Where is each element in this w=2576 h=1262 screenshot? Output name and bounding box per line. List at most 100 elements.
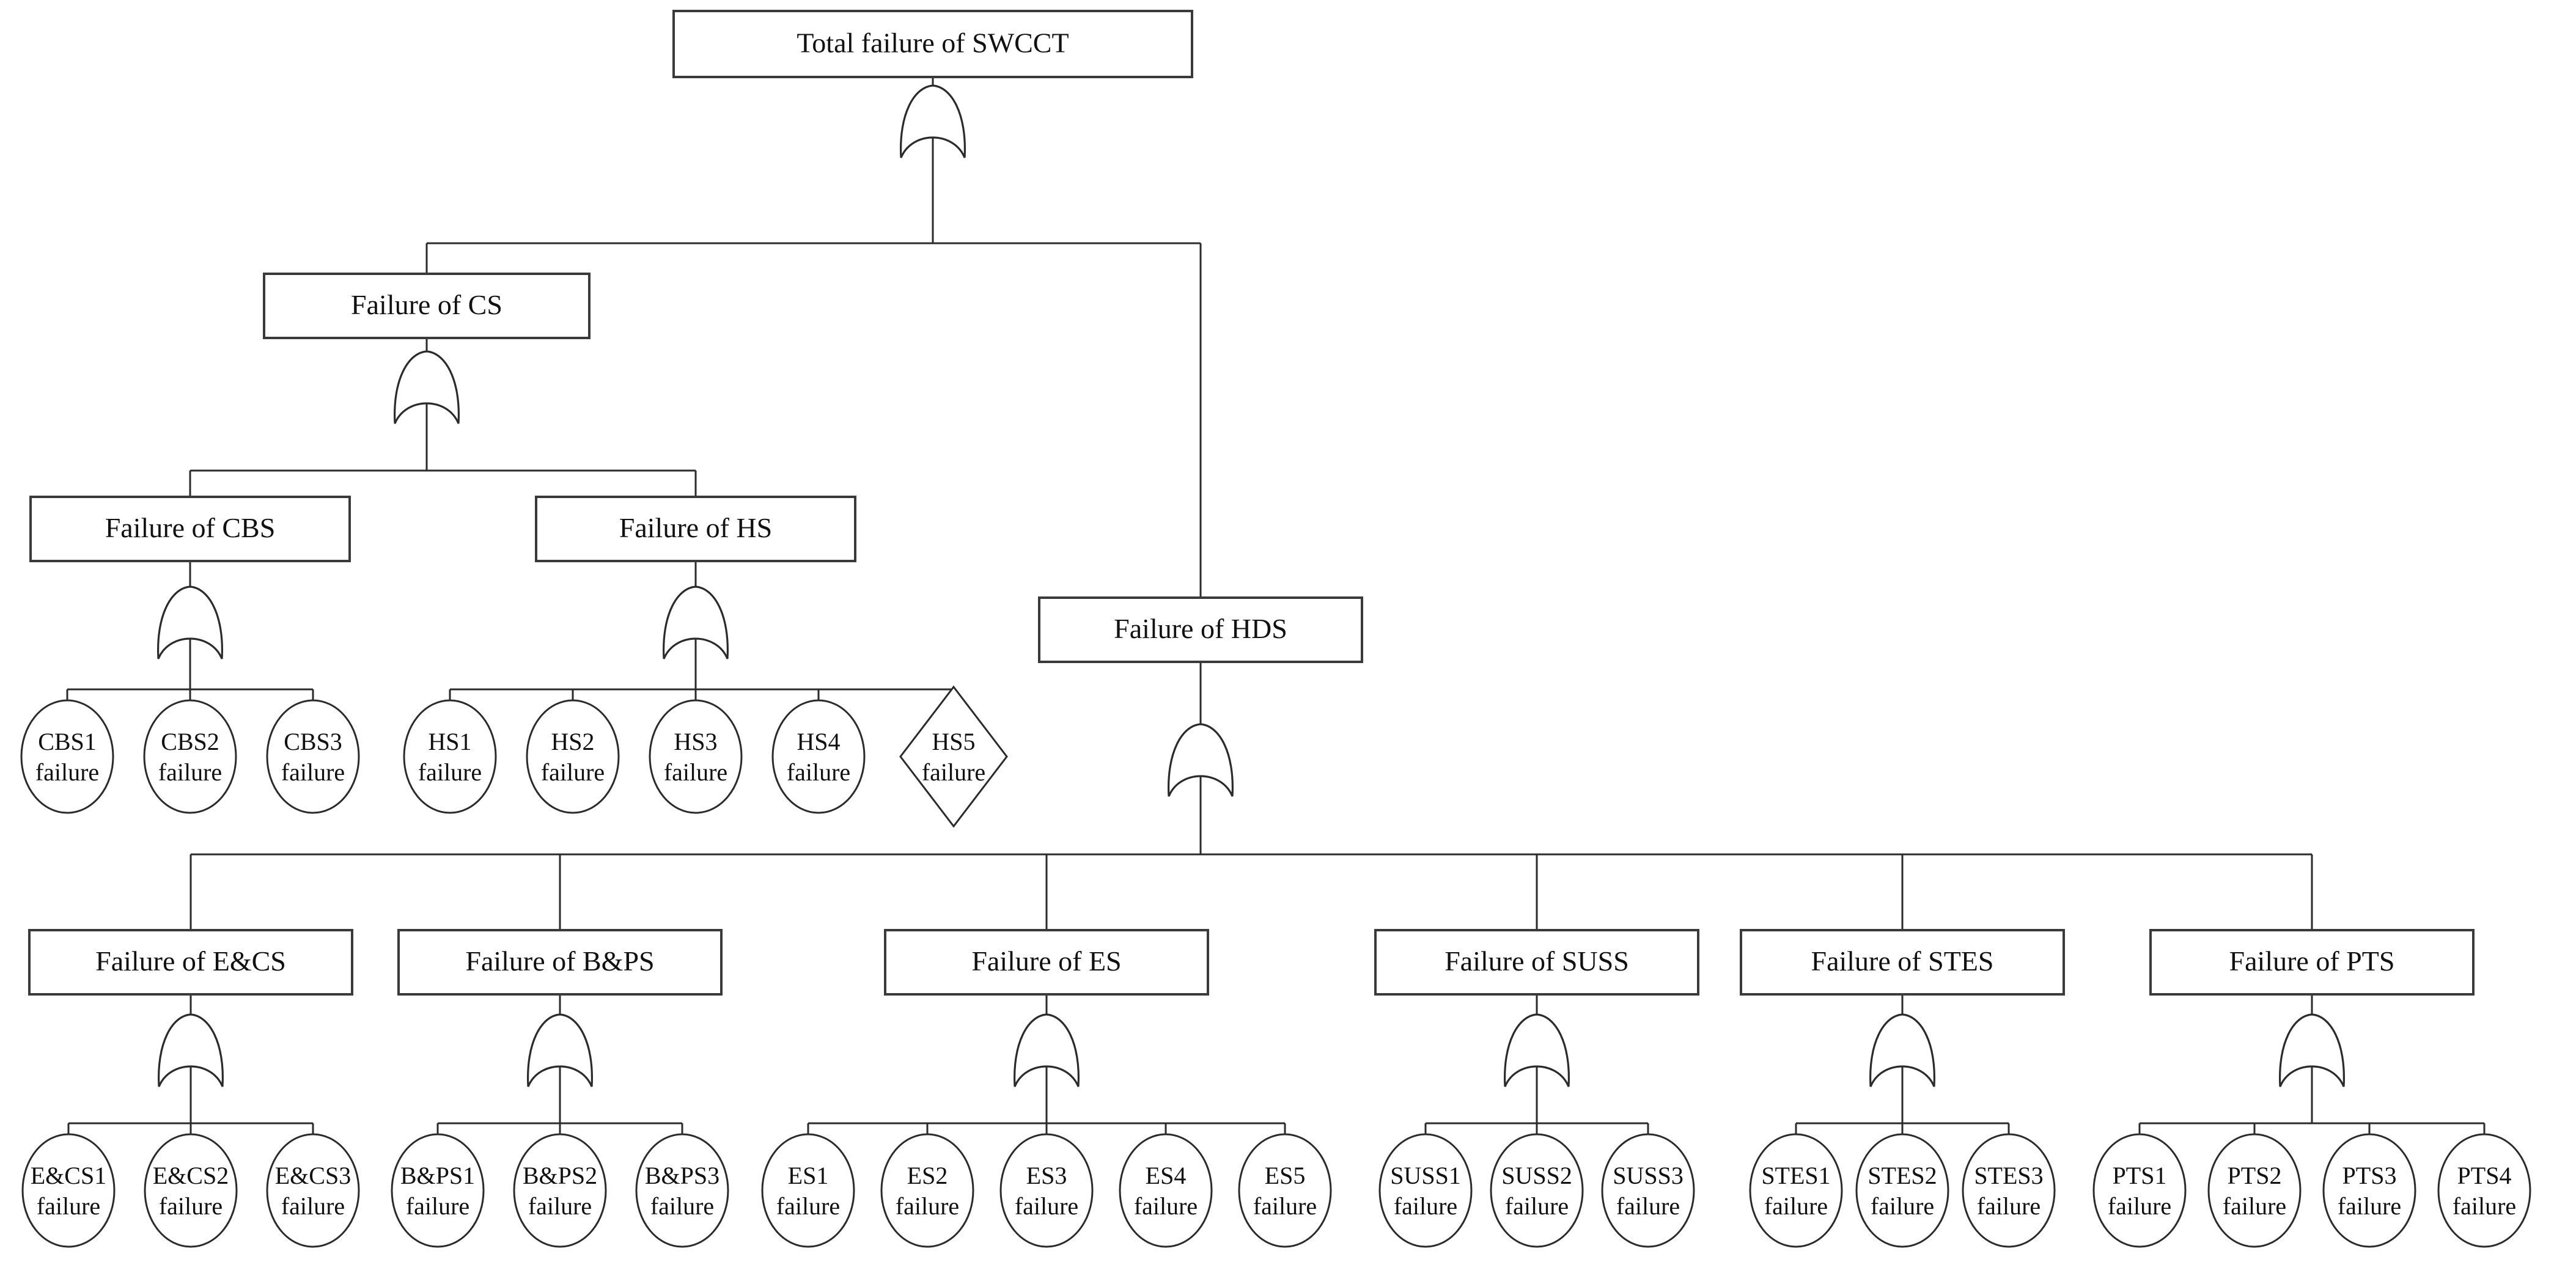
stes-leaf-stes2[interactable] <box>1855 1133 1949 1248</box>
or-gate-pts[interactable] <box>2278 1013 2346 1087</box>
event-box-top[interactable] <box>672 10 1193 78</box>
ecs-leaf-eandcs2-status: failure <box>159 1192 223 1220</box>
bps-leaf-bandps3-status: failure <box>650 1192 714 1220</box>
stes-leaf-stes2-status: failure <box>1871 1192 1934 1220</box>
hs-leaf-hs1[interactable] <box>403 699 497 814</box>
or-gate-cs[interactable] <box>393 350 460 424</box>
pts-leaf-pts4[interactable] <box>2437 1133 2531 1248</box>
pts-leaf-pts4-status: failure <box>2453 1192 2516 1220</box>
event-box-ecs-label: Failure of E&CS <box>95 945 286 977</box>
es-leaf-es2-id: ES2 <box>907 1162 948 1189</box>
es-leaf-es2[interactable] <box>880 1133 974 1248</box>
bps-leaf-bandps2-status: failure <box>528 1192 592 1220</box>
event-box-pts[interactable] <box>2149 929 2475 996</box>
or-gate-top[interactable] <box>899 84 966 158</box>
event-box-hds[interactable] <box>1038 596 1363 663</box>
bps-leaf-bandps3-id: B&PS3 <box>645 1162 719 1189</box>
es-leaf-es1[interactable] <box>761 1133 855 1248</box>
suss-leaf-suss3-status: failure <box>1616 1192 1680 1220</box>
event-box-suss[interactable] <box>1374 929 1699 996</box>
event-box-stes-label: Failure of STES <box>1811 945 1994 977</box>
event-box-bps-label: Failure of B&PS <box>465 945 654 977</box>
ecs-leaf-eandcs3-id: E&CS3 <box>275 1162 351 1189</box>
cbs-leaf-cbs1-id: CBS1 <box>38 728 97 755</box>
or-gate-hds[interactable] <box>1167 723 1234 797</box>
bps-leaf-bandps1-status: failure <box>406 1192 469 1220</box>
hs-leaf-hs4[interactable] <box>771 699 866 814</box>
or-gate-es[interactable] <box>1013 1013 1080 1087</box>
stes-leaf-stes1-status: failure <box>1764 1192 1828 1220</box>
event-box-pts-label: Failure of PTS <box>2229 945 2395 977</box>
event-box-top-label: Total failure of SWCCT <box>797 28 1069 59</box>
es-leaf-es3-status: failure <box>1015 1192 1078 1220</box>
suss-leaf-suss2-status: failure <box>1505 1192 1569 1220</box>
or-gate-suss[interactable] <box>1503 1013 1570 1087</box>
hs-leaf-hs4-status: failure <box>787 758 850 786</box>
hs-leaf-hs3-status: failure <box>664 758 727 786</box>
event-box-cbs[interactable] <box>29 496 351 562</box>
hs-leaf-hs5-id: HS5 <box>932 728 975 755</box>
suss-leaf-suss1[interactable] <box>1378 1133 1473 1248</box>
event-box-ecs[interactable] <box>28 929 353 996</box>
ecs-leaf-eandcs1-id: E&CS1 <box>31 1162 106 1189</box>
pts-leaf-pts2[interactable] <box>2207 1133 2302 1248</box>
event-box-bps[interactable] <box>397 929 723 996</box>
or-gate-hs[interactable] <box>662 585 729 659</box>
bps-leaf-bandps3[interactable] <box>635 1133 729 1248</box>
pts-leaf-pts3-status: failure <box>2338 1192 2401 1220</box>
hs-leaf-hs2[interactable] <box>526 699 620 814</box>
es-leaf-es1-id: ES1 <box>788 1162 829 1189</box>
event-box-cs-label: Failure of CS <box>351 289 502 320</box>
cbs-leaf-cbs2[interactable] <box>143 699 237 814</box>
or-gate-stes[interactable] <box>1869 1013 1936 1087</box>
or-gate-ecs[interactable] <box>157 1013 224 1087</box>
bps-leaf-bandps2-id: B&PS2 <box>523 1162 597 1189</box>
ecs-leaf-eandcs3-status: failure <box>281 1192 345 1220</box>
ecs-leaf-eandcs2[interactable] <box>144 1133 238 1248</box>
suss-leaf-suss2-id: SUSS2 <box>1501 1162 1572 1189</box>
event-box-hds-label: Failure of HDS <box>1114 613 1287 644</box>
cbs-leaf-cbs3[interactable] <box>266 699 360 814</box>
bps-leaf-bandps2[interactable] <box>513 1133 607 1248</box>
suss-leaf-suss1-status: failure <box>1394 1192 1457 1220</box>
pts-leaf-pts1[interactable] <box>2092 1133 2187 1248</box>
event-box-cs[interactable] <box>263 273 591 339</box>
stes-leaf-stes3-status: failure <box>1977 1192 2041 1220</box>
or-gate-bps[interactable] <box>526 1013 594 1087</box>
es-leaf-es5[interactable] <box>1238 1133 1332 1248</box>
event-nodes: Total failure of SWCCT Failure of CS Failu… <box>20 10 2531 1248</box>
hs-leaf-hs3-id: HS3 <box>674 728 717 755</box>
event-box-suss-label: Failure of SUSS <box>1444 945 1629 977</box>
stes-leaf-stes3[interactable] <box>1962 1133 2056 1248</box>
event-box-hs[interactable] <box>535 496 856 562</box>
event-box-es[interactable] <box>884 929 1209 996</box>
pts-leaf-pts2-status: failure <box>2223 1192 2286 1220</box>
cbs-leaf-cbs1[interactable] <box>20 699 114 814</box>
stes-leaf-stes1[interactable] <box>1749 1133 1843 1248</box>
suss-leaf-suss2[interactable] <box>1490 1133 1584 1248</box>
bps-leaf-bandps1[interactable] <box>391 1133 485 1248</box>
hs-leaf-hs5[interactable] <box>899 685 1008 828</box>
hs-leaf-hs3[interactable] <box>649 699 743 814</box>
or-gate-cbs[interactable] <box>156 585 224 659</box>
hs-leaf-hs1-status: failure <box>418 758 482 786</box>
stes-leaf-stes3-id: STES3 <box>1974 1162 2043 1189</box>
ecs-leaf-eandcs1-status: failure <box>37 1192 100 1220</box>
pts-leaf-pts4-id: PTS4 <box>2457 1162 2512 1189</box>
es-leaf-es4[interactable] <box>1119 1133 1213 1248</box>
event-box-hs-label: Failure of HS <box>619 512 772 543</box>
ecs-leaf-eandcs3[interactable] <box>266 1133 360 1248</box>
es-leaf-es3[interactable] <box>999 1133 1094 1248</box>
hs-leaf-hs4-id: HS4 <box>797 728 840 755</box>
event-box-stes[interactable] <box>1740 929 2065 996</box>
cbs-leaf-cbs2-status: failure <box>158 758 222 786</box>
pts-leaf-pts3[interactable] <box>2322 1133 2416 1248</box>
ecs-leaf-eandcs1[interactable] <box>21 1133 116 1248</box>
pts-leaf-pts2-id: PTS2 <box>2228 1162 2282 1189</box>
cbs-leaf-cbs2-id: CBS2 <box>161 728 219 755</box>
suss-leaf-suss3[interactable] <box>1601 1133 1695 1248</box>
event-box-es-label: Failure of ES <box>971 945 1121 977</box>
bps-leaf-bandps1-id: B&PS1 <box>400 1162 475 1189</box>
cbs-leaf-cbs1-status: failure <box>35 758 99 786</box>
hs-leaf-hs2-status: failure <box>541 758 605 786</box>
